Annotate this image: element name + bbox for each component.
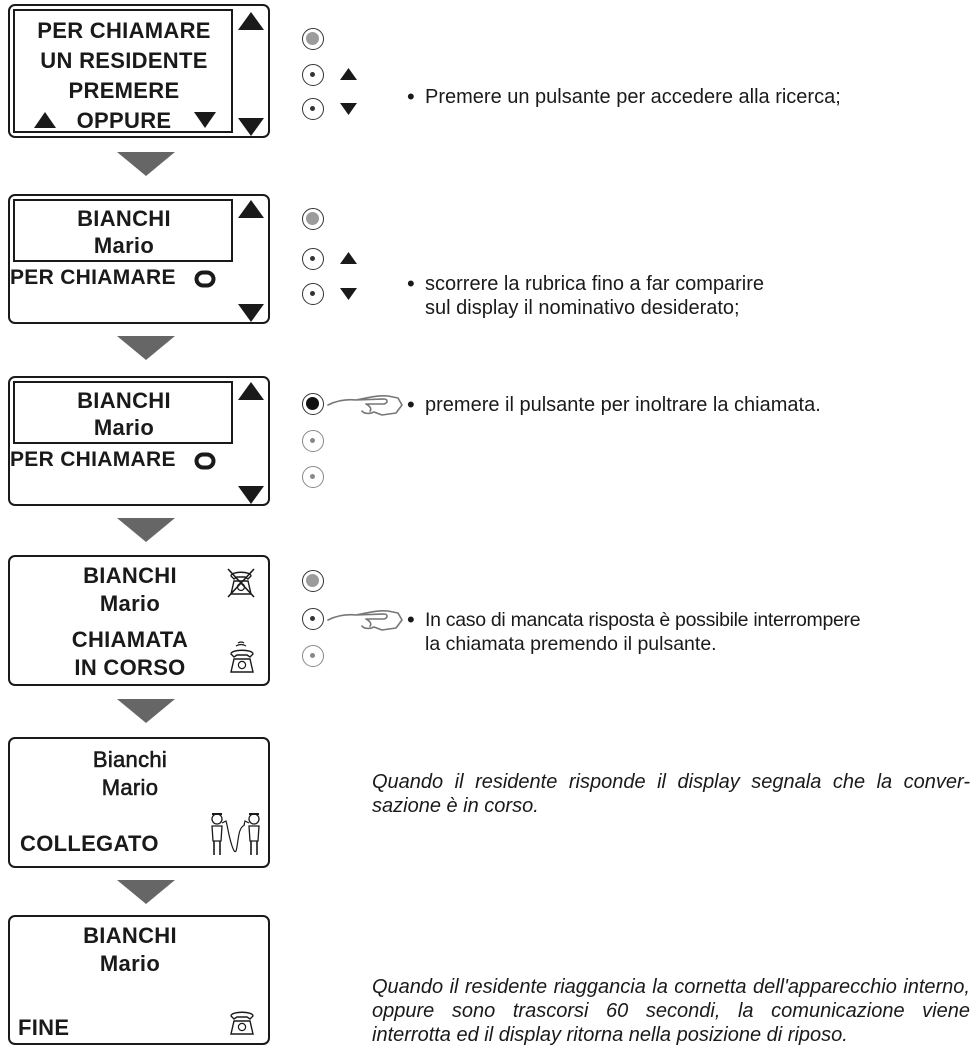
flow-arrow-down [117,518,175,542]
talking-people-icon [211,813,260,855]
display-line-3: PREMERE [68,78,180,103]
display-line-2: Mario [99,951,161,976]
call-button-pressed[interactable] [302,393,324,415]
scroll-down-button[interactable] [302,645,324,667]
display-text-box [13,199,233,262]
step-description: Premere un pulsante per accedere alla ri… [425,86,841,108]
triangle-down-icon [238,118,264,136]
triangle-down-icon [340,288,357,300]
circle-key-icon [194,270,216,288]
display-text-box [13,381,233,444]
display-line-1: Bianchi [92,747,168,773]
step-description-line-1: scorrere la rubrica fino a far comparire [425,273,765,295]
triangle-down-icon [238,486,264,504]
call-button-grey[interactable] [302,208,324,230]
display-panel: BIANCHI Mario PER CHIAMARE [8,376,270,506]
call-button-grey[interactable] [302,570,324,592]
display-panel: BIANCHI Mario FINE [8,915,270,1045]
flow-arrow-down [117,336,175,360]
display-line-1: BIANCHI [77,206,171,231]
display-line-4: OPPURE [76,108,172,133]
display-line-2: Mario [99,591,161,616]
scroll-down-button[interactable] [302,283,324,305]
step-2: BIANCHI Mario PER CHIAMARE • scorrere la… [0,0,980,330]
triangle-up-icon [34,112,56,128]
display-panel: BIANCHI Mario CHIAMATA IN CORSO [8,555,270,686]
display-line-4: IN CORSO [74,655,186,680]
triangle-up-icon [238,200,264,218]
step-description-line-2: sul display il nominativo desiderato; [425,297,740,319]
display-line-1: PER CHIAMARE [37,18,211,43]
scroll-down-button[interactable] [302,466,324,488]
triangle-up-icon [340,252,357,264]
display-line-3: CHIAMATA [71,627,189,652]
step-3: BIANCHI Mario PER CHIAMARE • premere il … [0,0,980,510]
scroll-up-button[interactable] [302,64,324,86]
circle-key-icon [194,452,216,470]
display-line-2: Mario [101,775,159,801]
scroll-up-button[interactable] [302,430,324,452]
display-line-3: FINE [18,1015,70,1040]
triangle-down-icon [238,304,264,322]
display-line-1: BIANCHI [77,388,171,413]
scroll-down-button[interactable] [302,98,324,120]
pointing-hand-icon [327,610,403,631]
display-line-2: Mario [93,233,155,258]
step-4: BIANCHI Mario CHIAMATA IN CORSO • In cas… [8,555,861,686]
display-line-1: BIANCHI [83,923,177,948]
step-5: Bianchi Mario COLLEGATO Quando il reside… [8,737,970,868]
triangle-up-icon [238,12,264,30]
bullet: • [407,271,415,296]
step-description-line-2: la chiamata premendo il pulsante. [425,633,717,655]
step-description: Quando il residente riaggancia la cornet… [372,976,970,1046]
display-line-3: PER CHIAMARE [10,266,176,289]
pointing-hand-icon [327,395,403,416]
bullet: • [407,84,415,109]
crossed-phone-icon [227,568,255,598]
step-description: premere il pulsante per inoltrare la chi… [425,394,821,416]
step-1: PER CHIAMARE UN RESIDENTE PREMERE OPPURE… [0,0,980,150]
bullet: • [407,392,415,417]
display-line-3: PER CHIAMARE [10,448,176,471]
display-line-1: BIANCHI [83,563,177,588]
triangle-down-icon [194,112,216,128]
display-panel: Bianchi Mario COLLEGATO [8,737,270,868]
display-panel: BIANCHI Mario PER CHIAMARE [8,194,270,324]
display-line-2: Mario [93,415,155,440]
bullet: • [407,607,415,632]
step-description-line-1: In caso di mancata risposta è possibile … [425,609,861,631]
phone-icon [230,1011,254,1035]
triangle-down-icon [340,103,357,115]
ringing-phone-icon [230,641,254,673]
triangle-up-icon [238,382,264,400]
call-button-grey[interactable] [302,28,324,50]
display-text-box [13,9,233,133]
flow-arrow-down [117,699,175,723]
triangle-up-icon [340,68,357,80]
scroll-up-button[interactable] [302,248,324,270]
step-description: Quando il residente risponde il display … [372,771,970,817]
flow-arrow-down [117,152,175,176]
display-line-3: COLLEGATO [20,831,159,856]
display-panel: PER CHIAMARE UN RESIDENTE PREMERE OPPURE [8,4,270,138]
scroll-up-button[interactable] [302,608,324,630]
flow-arrow-down [117,880,175,904]
display-line-2: UN RESIDENTE [40,48,208,73]
